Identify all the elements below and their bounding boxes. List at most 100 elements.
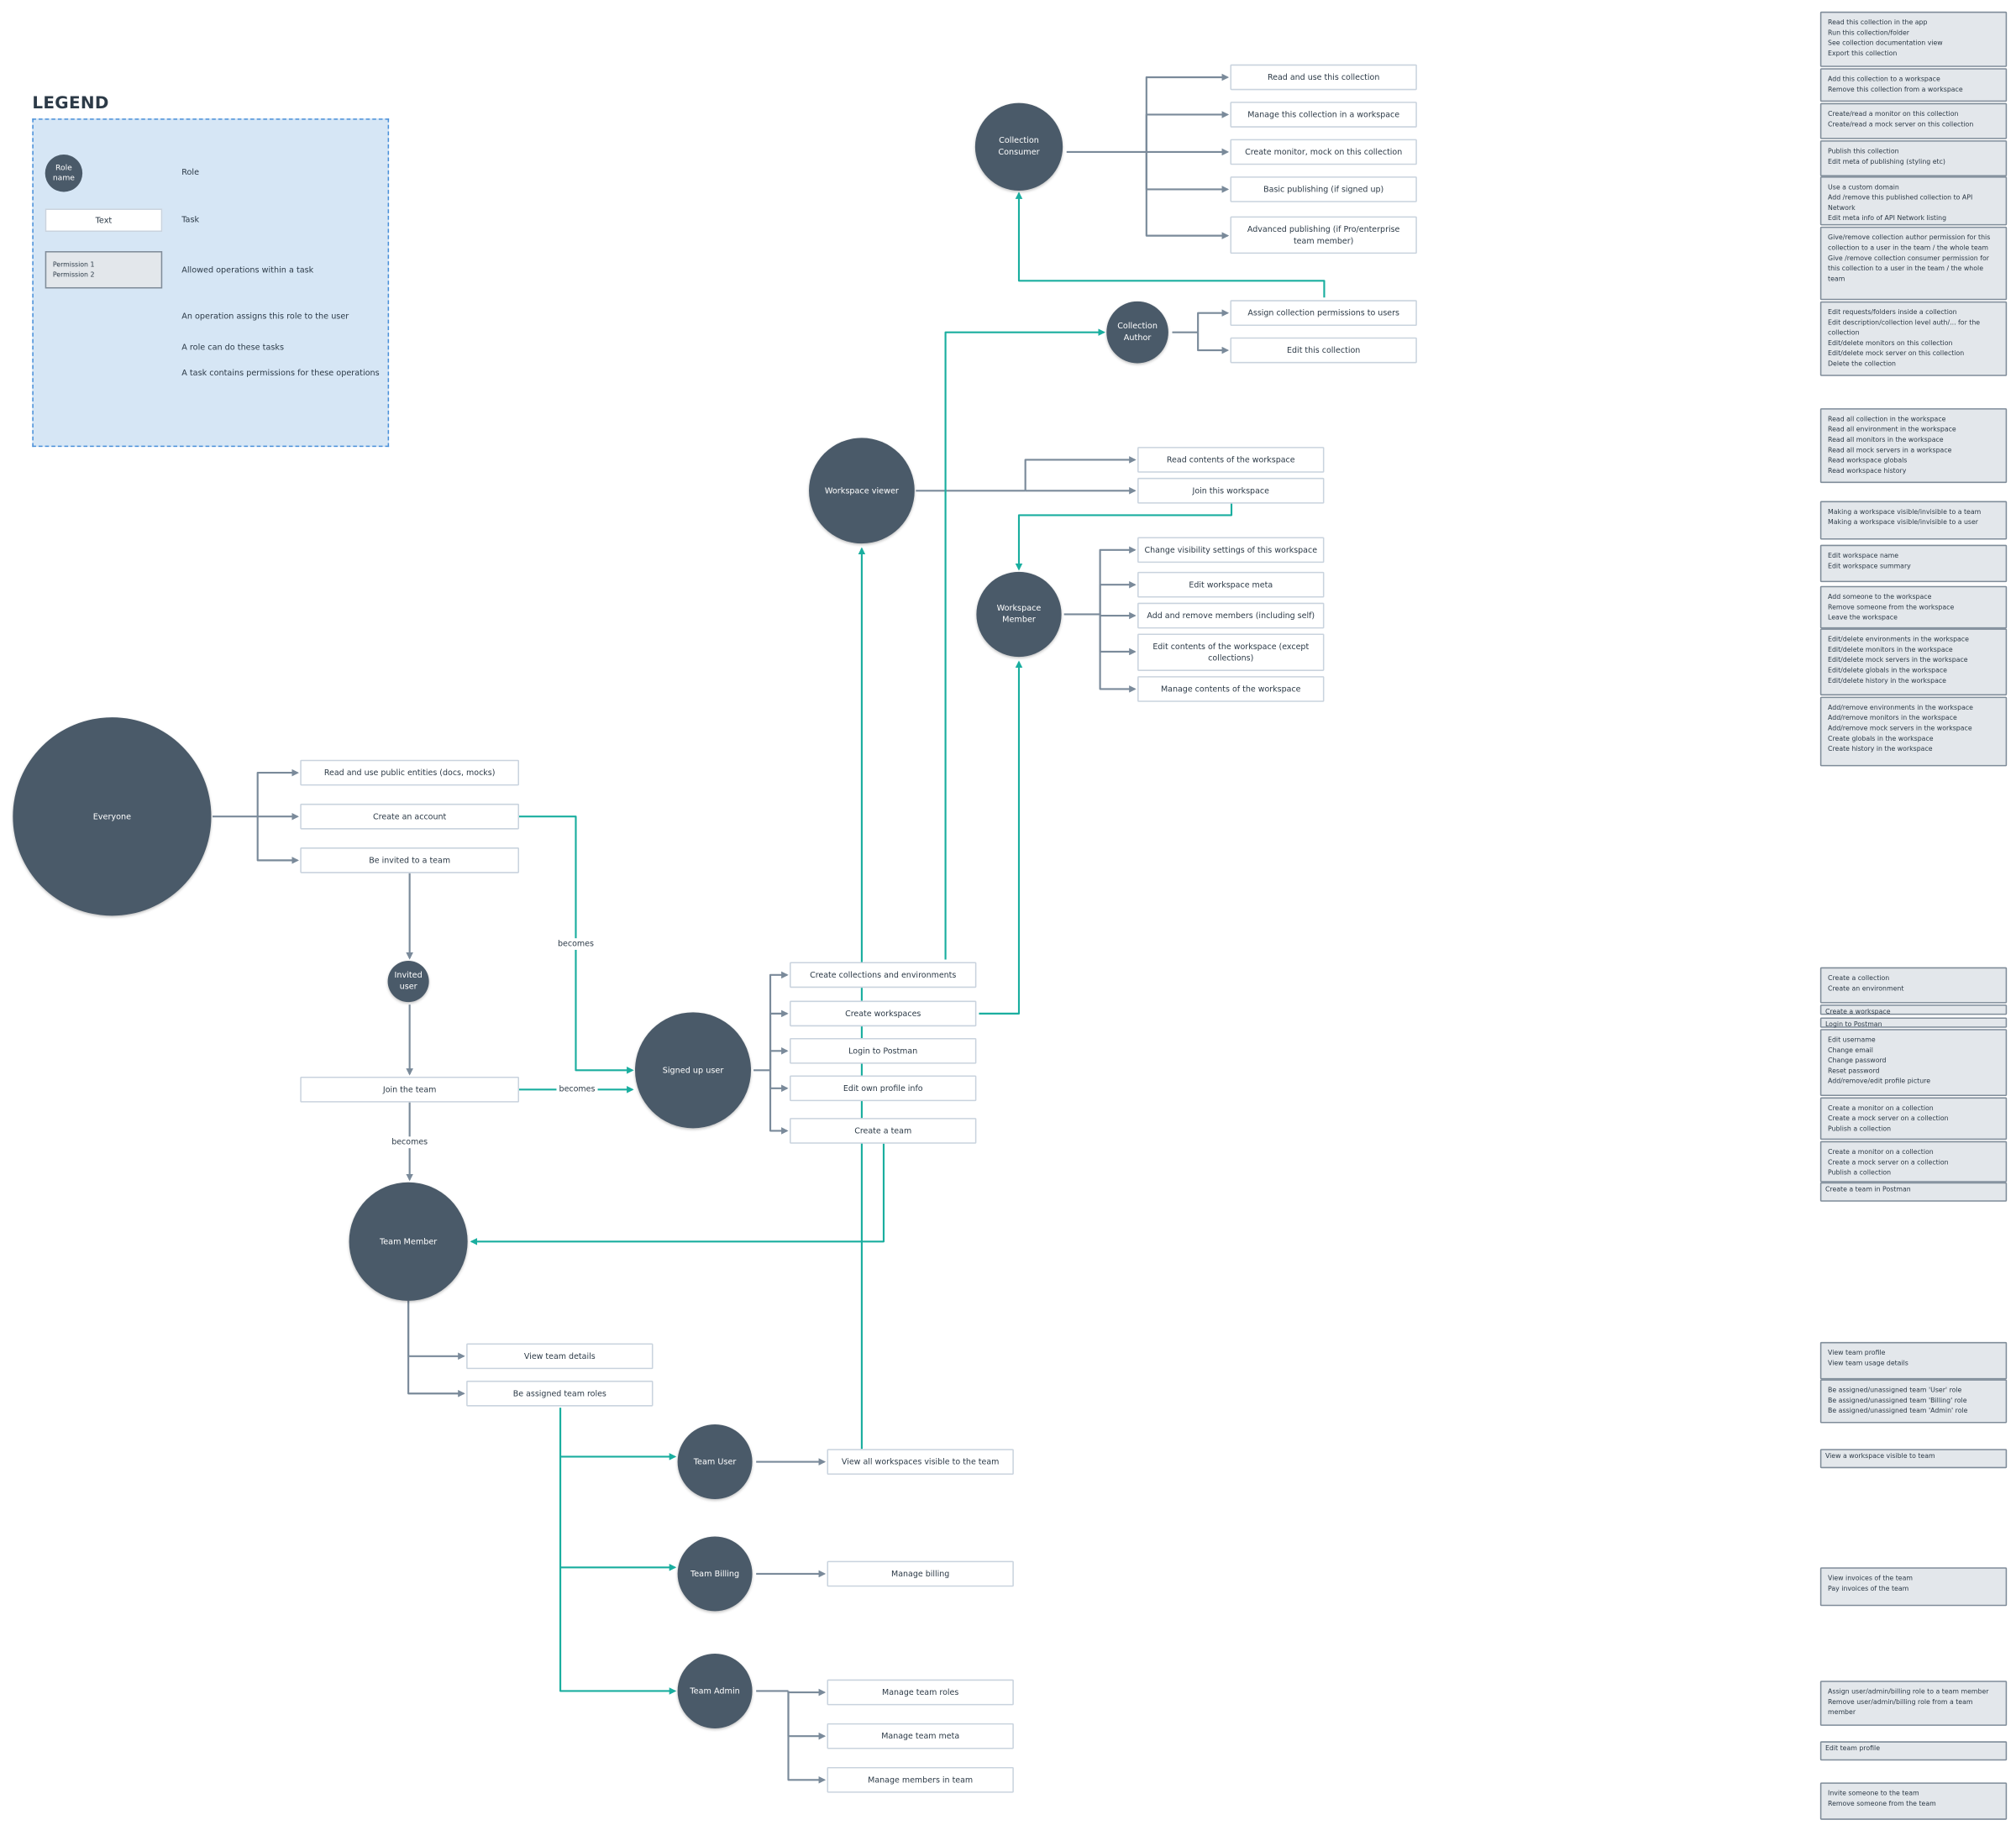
role-task-arrow (787, 1688, 827, 1697)
legend-permission-line: Permission 1 (52, 261, 95, 270)
permission-item: Pay invoices of the team (1828, 1585, 1909, 1593)
permission-item: Edit description/collection level auth/.… (1828, 319, 1981, 338)
permission-item: Create a mock server on a collection (1828, 1115, 1949, 1124)
role-task-arrow (1197, 309, 1230, 333)
task-create-monitor-mock: Create monitor, mock on this collection (1230, 139, 1417, 165)
role-task-arrow (769, 1047, 789, 1071)
role-label: Team User (693, 1457, 737, 1466)
role-task-arrow (1099, 611, 1137, 620)
permission-item: Add someone to the workspace (1828, 593, 1932, 602)
task-manage-billing: Manage billing (827, 1560, 1014, 1587)
permission-item: Create an environment (1828, 985, 1904, 994)
permission-item: Create/read a mock server on this collec… (1828, 121, 1974, 129)
becomes-label: becomes (554, 938, 596, 950)
role-label: Team Billing (690, 1569, 740, 1579)
task-add-remove-members: Add and remove members (including self) (1137, 602, 1325, 629)
permission-item: Export this collection (1828, 50, 1898, 59)
permission-item: Create a monitor on a collection (1828, 1148, 1934, 1157)
permission-item: Edit team profile (1824, 1744, 1881, 1754)
permission-item: Give/remove collection author permission… (1828, 234, 1991, 253)
task-manage-collection: Manage this collection in a workspace (1230, 102, 1417, 128)
permission-item: Give /remove collection consumer permiss… (1828, 254, 1989, 284)
permission-item: Create history in the workspace (1828, 745, 1933, 754)
assign-role-arrow (559, 1567, 677, 1695)
role-signed-up-user: Signed up user (635, 1012, 752, 1129)
permission-item: Edit/delete mock server on this collecti… (1828, 350, 1965, 359)
role-task-arrow (256, 768, 299, 817)
role-task-arrow (1145, 151, 1230, 193)
role-label: Workspace viewer (824, 485, 899, 496)
assign-role-arrow (979, 660, 1023, 1015)
permission-item: Edit/delete environments in the workspac… (1828, 636, 1969, 644)
legend-task-sample: Text (45, 208, 163, 233)
task-manage-workspace-contents: Manage contents of the workspace (1137, 676, 1325, 702)
permission-item: View team usage details (1828, 1360, 1908, 1368)
permission-item: View team profile (1828, 1350, 1886, 1358)
role-task-arrow (1145, 151, 1230, 239)
task-join-team: Join the team (300, 1077, 520, 1103)
permission-item: Edit/delete mock servers in the workspac… (1828, 657, 1968, 665)
legend-permission-line: Permission 2 (52, 271, 95, 280)
permission-item: Edit/delete monitors in the workspace (1828, 646, 1953, 655)
permission-item: Edit meta info of API Network listing (1828, 215, 1947, 223)
permission-item: View a workspace visible to team (1824, 1452, 1935, 1461)
permission-item: Run this collection/folder (1828, 29, 1910, 38)
permission-item: Leave the workspace (1828, 614, 1898, 622)
task-view-team-details: View team details (466, 1343, 654, 1370)
role-task-arrow (1099, 614, 1137, 656)
role-team-user: Team User (677, 1424, 753, 1499)
role-task-arrow (769, 1010, 789, 1071)
permission-item: Create globals in the workspace (1828, 735, 1934, 743)
role-task-arrow (1099, 546, 1137, 615)
permission-item: Publish this collection (1828, 148, 1899, 156)
permission-item: Read all environment in the workspace (1828, 426, 1956, 434)
permission-box: Making a workspace visible/invisible to … (1819, 501, 2008, 540)
permission-item: Remove someone from the team (1828, 1800, 1936, 1809)
permission-box: Edit team profile (1819, 1741, 2008, 1761)
permission-item: Add/remove/edit profile picture (1828, 1078, 1931, 1086)
legend-title: LEGEND (32, 93, 109, 113)
task-join-workspace: Join this workspace (1137, 477, 1325, 504)
legend-permission-sample: Permission 1 Permission 2 (45, 251, 163, 289)
permission-item: Assign user/admin/billing role to a team… (1828, 1688, 1989, 1697)
task-manage-members: Manage members in team (827, 1766, 1014, 1793)
task-be-invited: Be invited to a team (300, 847, 520, 873)
task-edit-workspace-meta: Edit workspace meta (1137, 571, 1325, 598)
task-assign-collection-perms: Assign collection permissions to users (1230, 300, 1417, 326)
task-be-assigned-roles: Be assigned team roles (466, 1380, 654, 1407)
role-task-arrow (1099, 580, 1137, 615)
legend-assign-arrow-label: An operation assigns this role to the us… (181, 312, 349, 322)
role-workspace-member: Workspace Member (976, 571, 1062, 658)
task-advanced-publishing: Advanced publishing (if Pro/enterprise t… (1230, 216, 1417, 254)
role-task-arrow (1024, 456, 1137, 491)
becomes-label: becomes (556, 1083, 598, 1096)
task-read-collection: Read and use this collection (1230, 64, 1417, 91)
permission-item: Edit workspace name (1828, 552, 1899, 561)
role-label: Collection Author (1117, 322, 1158, 343)
task-basic-publishing: Basic publishing (if signed up) (1230, 176, 1417, 202)
role-workspace-viewer: Workspace viewer (809, 438, 915, 544)
task-read-public: Read and use public entities (docs, mock… (300, 759, 520, 786)
permission-item: Read workspace globals (1828, 457, 1908, 465)
role-label: Signed up user (662, 1065, 724, 1075)
permission-item: Edit username (1828, 1036, 1876, 1045)
task-manage-team-roles: Manage team roles (827, 1679, 1014, 1706)
role-label: Collection Consumer (998, 136, 1040, 158)
task-edit-workspace-contents: Edit contents of the workspace (except c… (1137, 633, 1325, 671)
permission-item: Read this collection in the app (1828, 19, 1928, 28)
permission-item: Create a collection (1828, 974, 1890, 983)
role-task-arrow (769, 1070, 789, 1135)
permission-item: Change password (1828, 1057, 1887, 1066)
permission-box: Add/remove environments in the workspace… (1819, 696, 2008, 767)
permission-item: Be assigned/unassigned team 'User' role (1828, 1387, 1962, 1395)
permission-box: Edit requests/folders inside a collectio… (1819, 301, 2008, 376)
permission-item: See collection documentation view (1828, 39, 1943, 48)
legend-permission-arrow-label: A task contains permissions for these op… (181, 369, 380, 379)
